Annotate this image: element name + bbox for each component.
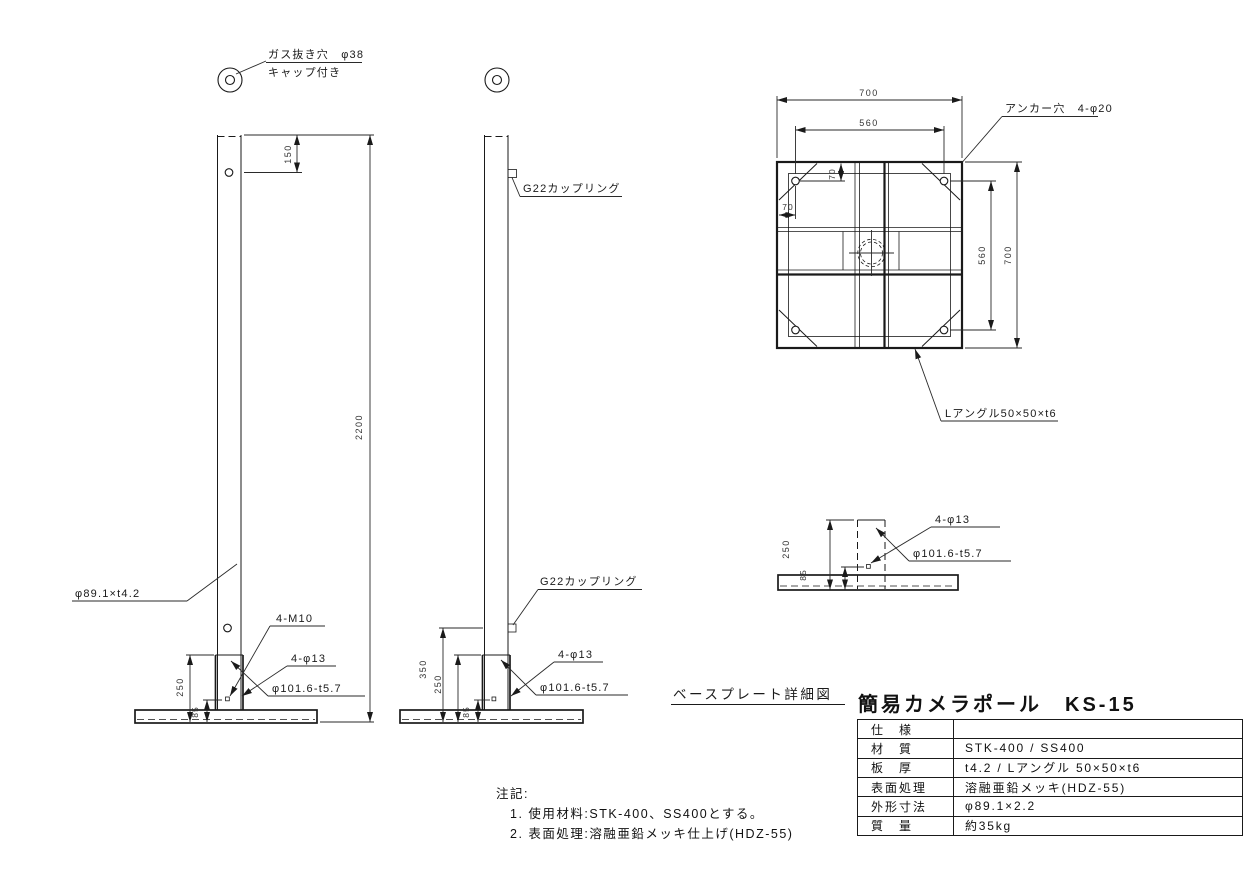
dim-2200: 2200 bbox=[354, 414, 364, 440]
m10-leader bbox=[229, 625, 271, 697]
anchor-hole-tl bbox=[791, 176, 800, 186]
dim-85: 85 bbox=[190, 706, 200, 717]
dim-70x: 70 bbox=[782, 202, 793, 212]
coupling-top bbox=[507, 169, 517, 178]
table-row: 質 量 約35kg bbox=[858, 815, 1242, 835]
table-row: 板 厚 t4.2 / Lアングル 50×50×t6 bbox=[858, 757, 1242, 777]
notes: 注記: 1. 使用材料:STK-400、SS400とする。 2. 表面処理:溶融… bbox=[496, 784, 793, 844]
base-plate bbox=[399, 709, 584, 724]
d13-label: 4-φ13 bbox=[291, 653, 326, 665]
hole-marker bbox=[491, 696, 497, 702]
coupling-bottom bbox=[507, 623, 517, 633]
gas-hole-cap-label: キャップ付き bbox=[268, 66, 341, 79]
dim-250: 250 bbox=[175, 677, 185, 697]
sleeve-leader bbox=[230, 660, 269, 697]
dim-700-right: 700 bbox=[1003, 245, 1013, 265]
notes-heading: 注記: bbox=[496, 787, 529, 801]
sleeve-label: φ101.6-t5.7 bbox=[913, 548, 983, 560]
spec-value: t4.2 / Lアングル 50×50×t6 bbox=[965, 761, 1142, 776]
spec-table: 仕 様 材 質 STK-400 / SS400 板 厚 t4.2 / Lアングル… bbox=[857, 719, 1243, 836]
m10-hole-marker bbox=[225, 696, 230, 702]
spec-label: 表面処理 bbox=[858, 777, 954, 797]
dim-250: 250 bbox=[781, 539, 791, 559]
dim-700-top: 700 bbox=[859, 88, 879, 98]
note-item: 2. 表面処理:溶融亜鉛メッキ仕上げ(HDZ-55) bbox=[510, 827, 794, 841]
d13-leader bbox=[870, 526, 932, 564]
table-row: 仕 様 bbox=[858, 720, 1242, 739]
dim-250: 250 bbox=[433, 674, 443, 694]
spec-label: 外形寸法 bbox=[858, 797, 954, 816]
spec-label: 質 量 bbox=[858, 816, 954, 835]
dim-85: 85 bbox=[798, 569, 808, 580]
gas-hole-leader bbox=[235, 60, 267, 75]
table-row: 表面処理 溶融亜鉛メッキ(HDZ-55) bbox=[858, 776, 1242, 797]
dim-350: 350 bbox=[418, 659, 428, 679]
base-plate-outline bbox=[775, 160, 964, 350]
l-angle-label: Lアングル50×50×t6 bbox=[945, 406, 1057, 420]
dim-85: 85 bbox=[461, 706, 471, 717]
m10-label: 4-M10 bbox=[276, 613, 313, 625]
sleeve-label: φ101.6-t5.7 bbox=[540, 682, 610, 694]
base-plate bbox=[134, 709, 318, 724]
spec-value: 溶融亜鉛メッキ(HDZ-55) bbox=[965, 780, 1126, 795]
dim-560-right: 560 bbox=[977, 245, 987, 265]
detail-caption-group: ベースプレート詳細図 bbox=[671, 687, 845, 705]
pole-top-hole bbox=[224, 168, 234, 177]
coupling-bottom-label: G22カップリング bbox=[540, 574, 638, 588]
coupling-bottom-leader bbox=[512, 589, 539, 626]
sleeve-leader bbox=[875, 527, 910, 562]
gas-vent-hole bbox=[224, 74, 236, 86]
d13-label: 4-φ13 bbox=[558, 649, 593, 661]
anchor-label: アンカー穴 4-φ20 bbox=[1005, 101, 1113, 115]
d13-leader bbox=[510, 661, 555, 697]
coupling-top-label: G22カップリング bbox=[523, 181, 621, 195]
anchor-leader bbox=[962, 116, 1003, 163]
front-view: ガス抜き穴 φ38 キャップ付き 150 2200 φ89.1×t4.2 250 bbox=[72, 47, 374, 724]
sleeve-leader bbox=[500, 659, 537, 696]
sleeve-label: φ101.6-t5.7 bbox=[272, 683, 342, 695]
side-view: G22カップリング G22カップリング 350 250 85 4-φ13 φ10… bbox=[399, 67, 642, 724]
hole-marker bbox=[866, 564, 871, 569]
l-angle-leader bbox=[914, 348, 942, 422]
spec-value: 約35kg bbox=[965, 819, 1013, 834]
base-detail-view: 250 85 4-φ13 φ101.6-t5.7 bbox=[777, 514, 1011, 591]
table-row: 材 質 STK-400 / SS400 bbox=[858, 738, 1242, 758]
spec-value: STK-400 / SS400 bbox=[965, 741, 1086, 756]
detail-caption: ベースプレート詳細図 bbox=[673, 687, 832, 702]
plan-view: 70 70 700 560 560 700 アンカー穴 4-φ20 Lアングル5… bbox=[775, 88, 1113, 422]
pole-size-leader bbox=[186, 563, 238, 602]
anchor-hole-tr bbox=[939, 176, 949, 186]
anchor-hole-br bbox=[939, 325, 949, 335]
pole-bottom-hole bbox=[223, 623, 232, 633]
gas-hole-label: ガス抜き穴 φ38 bbox=[268, 47, 364, 61]
gas-vent-hole bbox=[491, 74, 503, 86]
spec-label: 仕 様 bbox=[858, 720, 954, 739]
l-angle-frame bbox=[788, 173, 951, 337]
spec-value: φ89.1×2.2 bbox=[965, 799, 1037, 814]
coupling-top-leader bbox=[511, 177, 521, 197]
d13-leader bbox=[241, 665, 288, 697]
pole-size-label: φ89.1×t4.2 bbox=[75, 588, 140, 600]
anchor-hole-bl bbox=[791, 325, 800, 335]
dim-150: 150 bbox=[283, 144, 293, 164]
note-item: 1. 使用材料:STK-400、SS400とする。 bbox=[510, 807, 764, 821]
spec-label: 板 厚 bbox=[858, 758, 954, 777]
drawing-title: 簡易カメラポール KS-15 bbox=[858, 694, 1137, 716]
spec-label: 材 質 bbox=[858, 739, 954, 758]
base-plate bbox=[777, 574, 959, 591]
d13-label: 4-φ13 bbox=[935, 514, 970, 526]
table-row: 外形寸法 φ89.1×2.2 bbox=[858, 796, 1242, 816]
dim-560-top: 560 bbox=[859, 118, 879, 128]
dim-70y: 70 bbox=[827, 168, 837, 179]
